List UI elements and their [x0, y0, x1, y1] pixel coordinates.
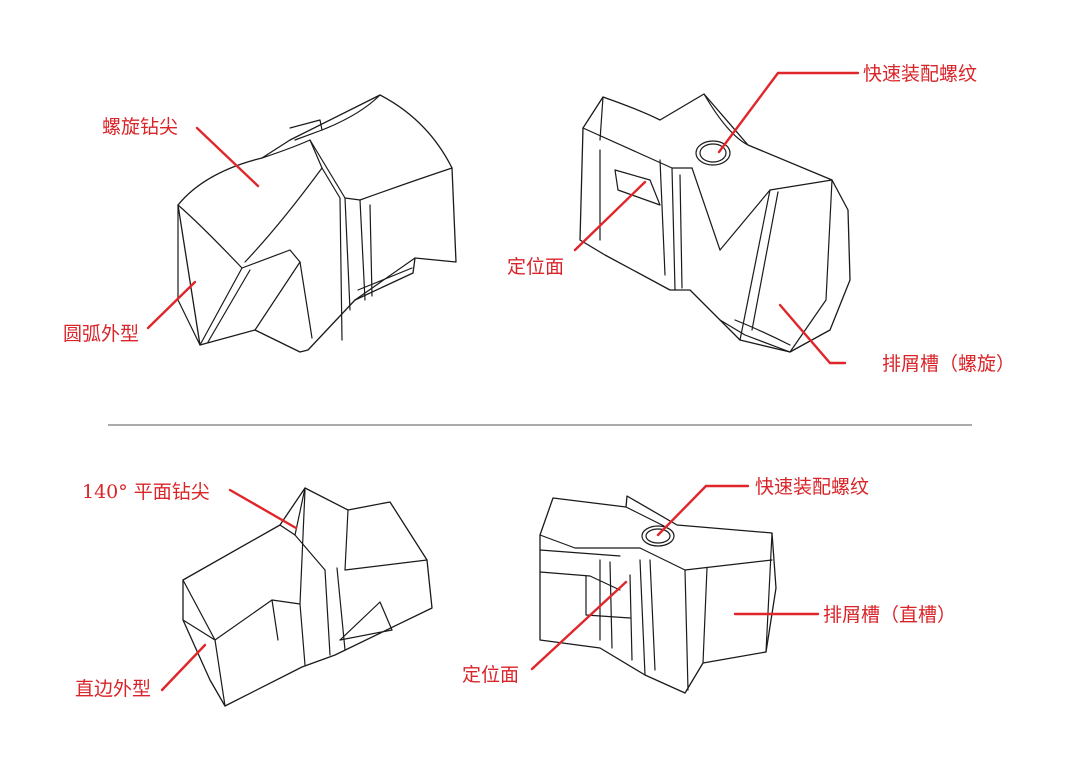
label-quick-thread-bottom: 快速装配螺纹: [755, 476, 869, 498]
label-flat-drill-tip: 140° 平面钻尖: [82, 481, 210, 503]
label-spiral-drill-tip: 螺旋钻尖: [102, 116, 178, 138]
label-chip-flute-straight: 排屑槽（直槽）: [823, 604, 956, 626]
straight-flute-insert: [539, 495, 777, 694]
label-chip-flute-spiral: 排屑槽（螺旋）: [882, 353, 1015, 375]
label-arc-profile: 圆弧外型: [63, 323, 139, 345]
flat-tip-insert: [182, 487, 433, 707]
label-positioning-face-top: 定位面: [507, 256, 564, 278]
label-straight-profile: 直边外型: [75, 678, 151, 700]
spiral-tip-insert: [177, 94, 457, 353]
spiral-flute-insert: [579, 93, 851, 353]
leader-lines: [146, 71, 860, 692]
label-positioning-face-bottom: 定位面: [462, 664, 519, 686]
label-quick-thread-top: 快速装配螺纹: [863, 63, 977, 85]
